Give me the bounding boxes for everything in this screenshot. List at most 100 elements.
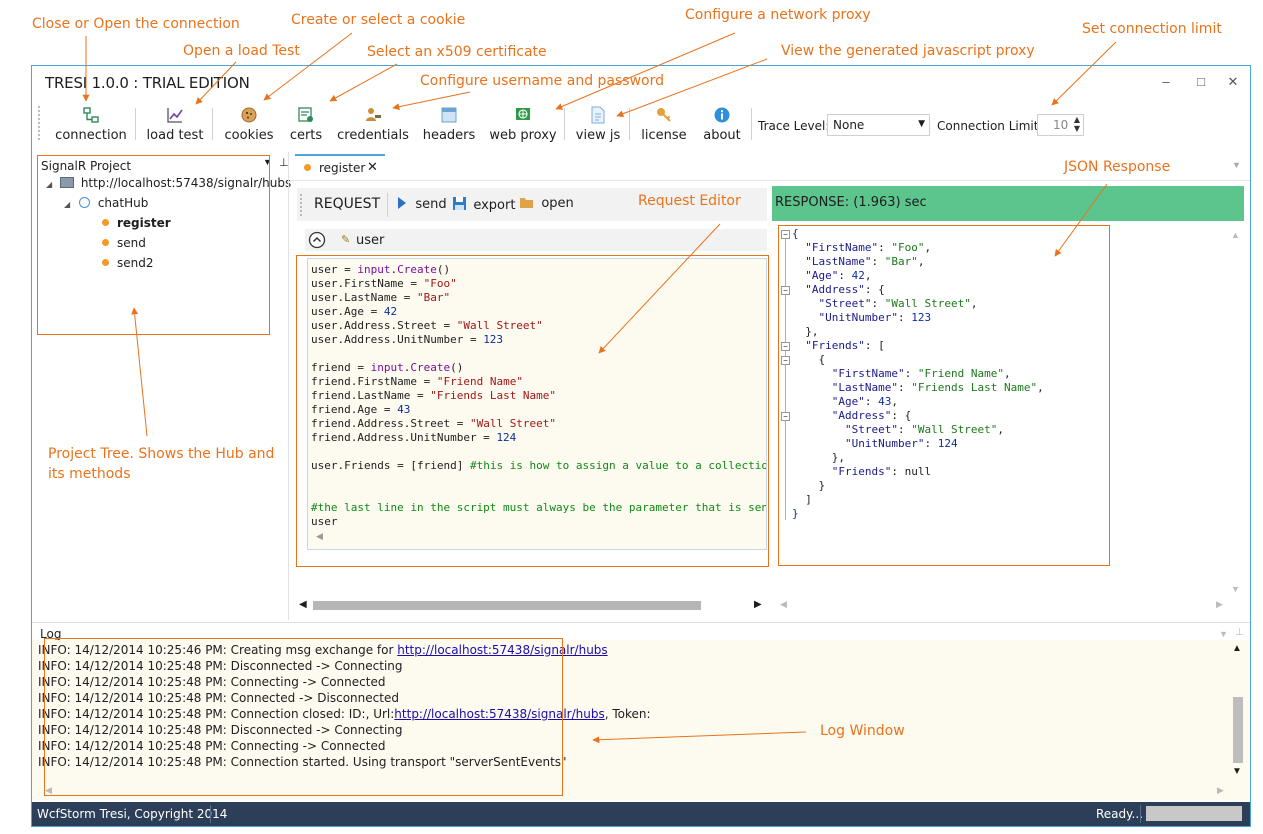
tab-dot-icon [304,164,311,171]
tree-method-register[interactable]: register [102,216,171,230]
code-token: user.Address.Street = [311,319,457,332]
scroll-right-icon[interactable]: ▶ [1216,599,1223,609]
scroll-up-icon[interactable]: ▲ [1231,230,1240,240]
toolbar-grip[interactable] [38,106,40,140]
connection-limit-stepper[interactable]: 10 ▲▼ [1037,114,1084,136]
connection-button[interactable]: connection [54,106,128,144]
request-editor[interactable]: user = input.Create()user.FirstName = "F… [307,258,767,550]
stepper-arrows-icon[interactable]: ▲▼ [1073,115,1080,133]
tree-hub[interactable]: ◢ chatHub [64,196,148,210]
log-text: INFO: 14/12/2014 10:25:48 PM: Connection… [38,707,395,721]
code-line: user.FirstName = "Foo" [311,277,766,291]
scroll-left-icon[interactable]: ◀ [780,599,787,609]
fold-toggle-icon[interactable]: − [781,286,790,295]
code-token: "Foo" [423,277,457,290]
headers-button[interactable]: headers [419,106,479,144]
tab-register[interactable]: register ✕ [295,154,385,178]
horizontal-scrollbar-thumb[interactable] [313,601,701,610]
log-link[interactable]: http://localhost:57438/signalr/hubs [394,707,605,721]
code-line: user.LastName = "Bar" [311,291,766,305]
fold-toggle-icon[interactable]: − [781,230,790,239]
code-line: user.Address.Street = "Wall Street" [311,319,766,333]
code-token: , [917,255,925,268]
open-button[interactable]: open [519,196,574,211]
tree-hub-label: chatHub [97,196,149,210]
code-token: friend.FirstName = [311,375,437,388]
scroll-down-icon[interactable]: ▼ [1231,584,1240,594]
load-test-button[interactable]: load test [142,106,208,144]
toolbar-grip[interactable] [300,194,302,216]
code-token: : [878,241,892,254]
response-json: { "FirstName": "Foo", "LastName": "Bar",… [792,227,1044,521]
scroll-right-icon[interactable]: ▶ [754,599,762,610]
certificate-icon [298,107,313,122]
vertical-splitter[interactable] [288,152,289,620]
close-icon[interactable]: ✕ [367,159,378,174]
json-line: "Age": 43, [792,395,1044,409]
code-token: user = [311,263,358,276]
code-token: "Age" [805,269,839,282]
code-line: friend.Age = 43 [311,403,766,417]
pin-icon[interactable]: ⊥ [1235,627,1244,638]
horizontal-splitter[interactable] [32,622,1250,623]
certs-button[interactable]: certs [282,106,330,144]
vertical-scrollbar-thumb[interactable] [1233,697,1243,763]
scroll-down-icon[interactable]: ▼ [1232,766,1242,777]
scroll-left-icon[interactable]: ◀ [316,531,323,541]
tree-root[interactable]: ◢ http://localhost:57438/signalr/hubs [46,176,291,190]
code-token: "FirstName" [805,241,879,254]
tree-method-send2[interactable]: send2 [102,256,154,270]
globe-icon [78,197,90,208]
send-button[interactable]: send [397,196,447,212]
response-viewer[interactable]: − − − − − { "FirstName": "Foo", "LastNam… [778,225,1110,566]
export-button[interactable]: export [452,196,515,213]
scroll-left-icon[interactable]: ◀ [45,785,52,795]
credentials-button[interactable]: credentials [335,106,411,144]
code-token: user [311,515,338,528]
callout-log-window: Log Window [820,723,905,739]
code-token: "UnitNumber" [844,437,925,450]
pencil-icon: ✎ [341,234,351,246]
scroll-left-icon[interactable]: ◀ [299,599,307,610]
chevron-down-icon[interactable]: ▼ [1219,629,1228,639]
json-line: "FirstName": "Friend Name", [792,367,1044,381]
code-token [792,283,805,296]
json-line: } [792,479,1044,493]
tree-method-send[interactable]: send [102,236,146,250]
code-token [792,437,845,450]
code-token: input [370,361,404,374]
view-js-button[interactable]: view js [572,106,624,144]
code-token: 123 [483,333,504,346]
scroll-right-icon[interactable]: ▶ [1217,785,1224,795]
maximize-button[interactable]: □ [1197,74,1205,89]
license-button[interactable]: license [636,106,692,144]
cookies-button[interactable]: cookies [220,106,278,144]
collapse-icon[interactable] [308,231,326,249]
code-token: : [838,269,852,282]
log-link[interactable]: http://localhost:57438/signalr/hubs [397,643,608,657]
code-token: : { [864,283,885,296]
web-proxy-button[interactable]: web proxy [488,106,558,144]
code-token: input [357,263,391,276]
log-window[interactable]: INFO: 14/12/2014 10:25:46 PM: Creating m… [32,640,1250,800]
fold-toggle-icon[interactable]: − [781,356,790,365]
close-button[interactable]: ✕ [1227,74,1239,89]
pin-icon[interactable]: ⊥ [279,157,289,169]
code-line: friend.FirstName = "Friend Name" [311,375,766,389]
about-button[interactable]: about [697,106,747,144]
expand-arrow-icon[interactable]: ◢ [46,180,53,189]
log-text: INFO: 14/12/2014 10:25:48 PM: Connected … [38,691,399,705]
globe-icon [516,108,530,120]
scroll-up-icon[interactable]: ▲ [1232,643,1242,654]
fold-toggle-icon[interactable]: − [781,412,790,421]
minimize-button[interactable]: – [1162,74,1170,89]
code-token: , [864,269,872,282]
chevron-down-icon[interactable]: ▼ [1232,160,1241,170]
chevron-down-icon[interactable]: ▼ [263,157,272,167]
fold-toggle-icon[interactable]: − [781,342,790,351]
log-text: INFO: 14/12/2014 10:25:48 PM: Disconnect… [38,723,403,737]
log-text: INFO: 14/12/2014 10:25:48 PM: Connecting… [38,739,386,753]
expand-arrow-icon[interactable]: ◢ [64,200,71,209]
code-line: #the last line in the script must always… [311,501,766,515]
trace-level-select[interactable]: None ▼ [827,114,930,136]
